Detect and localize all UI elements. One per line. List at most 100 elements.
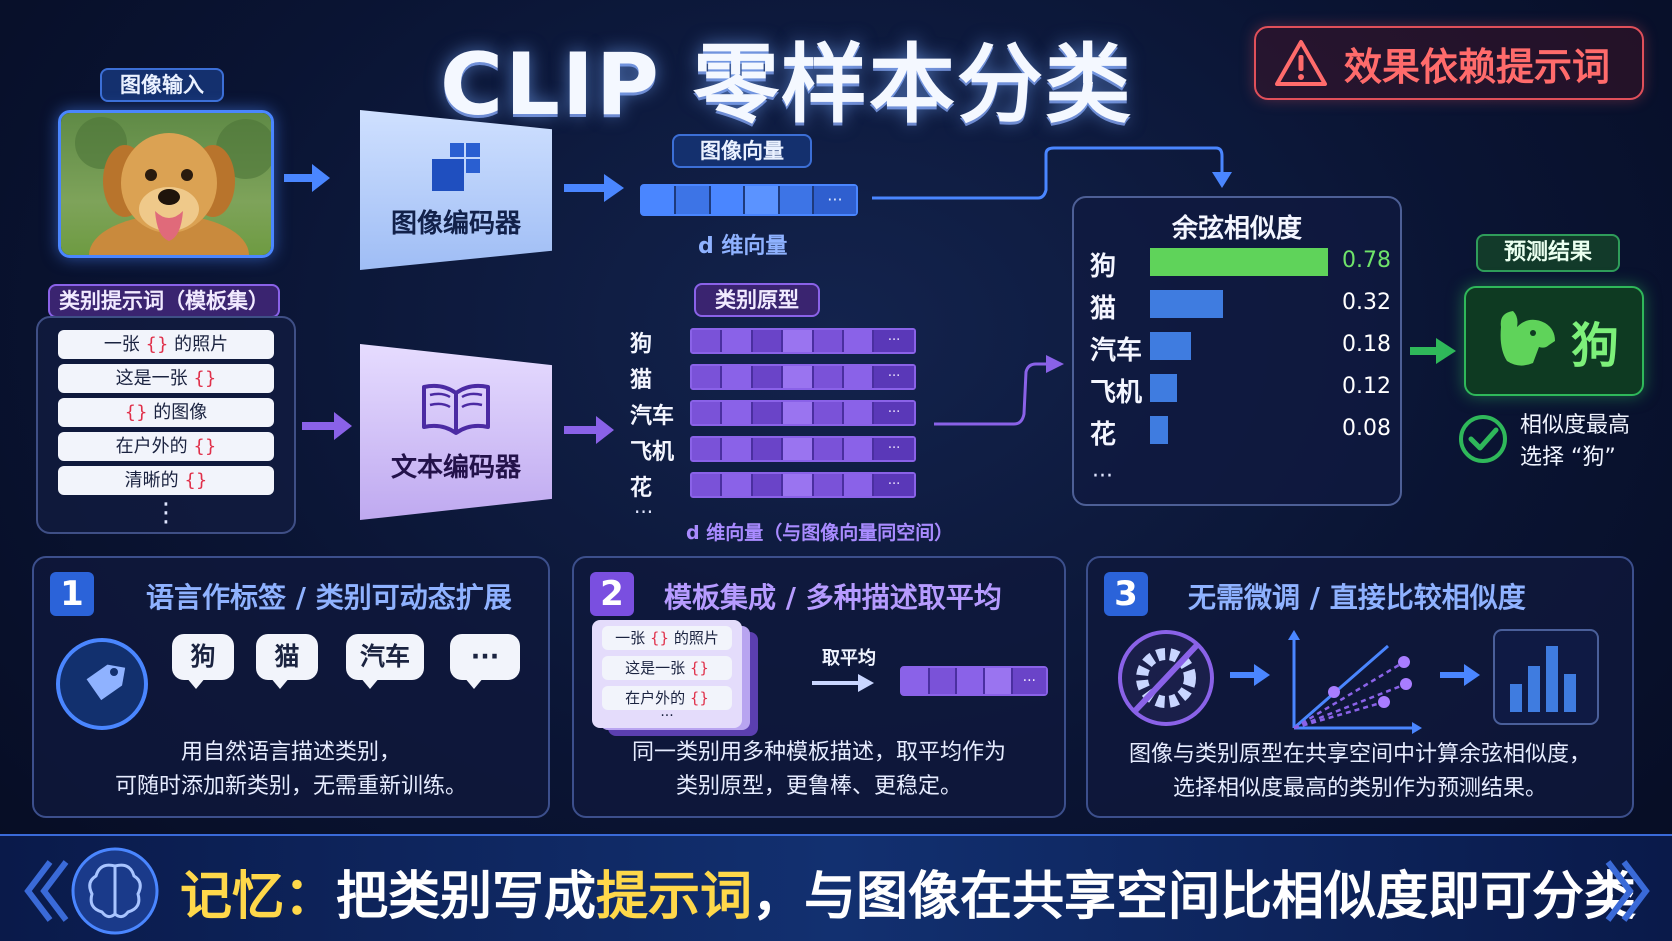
vector-space-icon [1288, 630, 1422, 734]
card-desc-line: 用自然语言描述类别， [180, 740, 401, 765]
card-desc-line: 图像与类别原型在共享空间中计算余弦相似度， [1128, 742, 1591, 767]
card-language-labels: 1 语言作标签 / 类别可动态扩展 狗 猫 汽车 ··· 用自然语言描述类别， … [32, 556, 550, 818]
chevron-right-icon [1605, 860, 1650, 922]
vector-ellipsis: ··· [874, 438, 914, 460]
bubble-label: 猫 [256, 634, 318, 689]
prototype-connector [934, 355, 1064, 426]
similarity-bar [1150, 332, 1191, 360]
prototype-vector: ··· [690, 400, 916, 426]
arrow-to-image-vector [564, 174, 624, 202]
prototype-class-label: 花 [630, 476, 653, 501]
template-item: {} 的图像 [58, 398, 274, 427]
templates-panel: 一张 {} 的照片 这是一张 {} {} 的图像 在户外的 {} 清晰的 {} … [36, 316, 296, 534]
similarity-value: 0.12 [1342, 374, 1391, 399]
similarity-more: ··· [1092, 464, 1113, 489]
page-title: CLIP 零样本分类 [440, 35, 1133, 135]
prediction-note-line1: 相似度最高 [1520, 413, 1631, 438]
arrow-icon [1230, 664, 1270, 686]
templates-more: ⋮ [153, 498, 179, 528]
warning-text: 效果依赖提示词 [1344, 44, 1611, 89]
card-title: 无需微调 / 直接比较相似度 [1188, 581, 1526, 614]
card-desc-line: 选择相似度最高的类别作为预测结果。 [1172, 776, 1547, 801]
image-vector-label: 图像向量 [672, 134, 812, 168]
tag-icon [56, 638, 148, 730]
vector-ellipsis: ··· [874, 402, 914, 424]
prototype-vector: ··· [690, 328, 916, 354]
prototypes-dim-label: d 维向量（与图像向量同空间） [686, 522, 954, 544]
stack-item: 一张 {} 的照片 [602, 626, 732, 650]
template-item: 这是一张 {} [58, 364, 274, 393]
image-vector-dim-label: d 维向量 [698, 234, 788, 259]
arrow-to-prediction [1410, 338, 1456, 364]
bubble-label: ··· [450, 634, 520, 689]
warning-triangle-icon [1275, 40, 1327, 86]
stack-item: 这是一张 {} [602, 656, 732, 680]
prediction-note-line2: 选择 “狗” [1520, 445, 1616, 470]
prototype-class-label: 狗 [630, 332, 653, 357]
prediction-result: 狗 [1464, 286, 1644, 396]
card-description: 用自然语言描述类别， 可随时添加新类别，无需重新训练。 [34, 736, 548, 804]
similarity-class-label: 猫 [1090, 294, 1117, 324]
image-vector-connector [872, 146, 1232, 200]
similarity-value: 0.32 [1342, 290, 1391, 315]
card-description: 同一类别用多种模板描述，取平均作为 类别原型，更鲁棒、更稳定。 [574, 736, 1064, 804]
footer-text-part: 提示词 [596, 867, 753, 927]
card-number: 2 [590, 572, 634, 616]
footer-text-part: 把类别写成 [336, 867, 597, 927]
prototype-vector: ··· [690, 472, 916, 498]
footer-text-part: ，与图像在共享空间比相似度即可分类 [752, 867, 1637, 927]
check-circle-icon [1459, 415, 1507, 463]
prototype-vector: ··· [690, 364, 916, 390]
arrow-icon [1440, 664, 1480, 686]
vector-ellipsis: ··· [874, 474, 914, 496]
image-input-label: 图像输入 [100, 68, 224, 102]
open-book-icon [422, 383, 490, 435]
templates-label: 类别提示词（模板集） [48, 284, 280, 318]
prototype-rows: 狗···猫···汽车···飞机···花··· [630, 326, 920, 506]
prediction-note: 相似度最高 选择 “狗” [1520, 410, 1630, 474]
card-number: 1 [50, 572, 94, 616]
card-desc-line: 同一类别用多种模板描述，取平均作为 [631, 740, 1006, 765]
prediction-class: 狗 [1570, 318, 1619, 374]
arrow-to-text-encoder [302, 412, 352, 440]
stack-more: ··· [660, 708, 674, 724]
averaged-prototype: ··· [900, 666, 1048, 696]
similarity-value: 0.18 [1342, 332, 1391, 357]
text-encoder-label: 文本编码器 [390, 452, 521, 483]
bubble-label: 汽车 [346, 634, 424, 689]
similarity-class-label: 飞机 [1090, 378, 1143, 408]
template-stack: 一张 {} 的照片 这是一张 {} 在户外的 {} ··· [592, 620, 742, 728]
similarity-title: 余弦相似度 [1171, 214, 1302, 244]
prototype-vector: ··· [690, 436, 916, 462]
image-encoder-label: 图像编码器 [390, 208, 521, 239]
vector-ellipsis: ··· [1012, 668, 1046, 694]
prototype-class-label: 飞机 [630, 440, 675, 465]
vector-ellipsis: ··· [874, 330, 914, 352]
no-finetune-gear-icon [1118, 630, 1214, 726]
similarity-bar [1150, 248, 1328, 276]
blocks-icon [432, 142, 480, 191]
similarity-bar [1150, 374, 1177, 402]
arrow-to-prototypes [564, 416, 614, 444]
card-title: 模板集成 / 多种描述取平均 [664, 581, 1002, 614]
similarity-class-label: 狗 [1090, 252, 1117, 282]
prototype-class-label: 猫 [630, 368, 653, 393]
footer-banner: 记忆：把类别写成提示词，与图像在共享空间比相似度即可分类 [0, 834, 1672, 941]
similarity-value: 0.78 [1342, 248, 1391, 273]
similarity-value: 0.08 [1342, 416, 1391, 441]
bubble-label: 狗 [172, 634, 234, 689]
template-item: 在户外的 {} [58, 432, 274, 461]
card-desc-line: 类别原型，更鲁棒、更稳定。 [675, 774, 962, 799]
footer-text: 记忆：把类别写成提示词，与图像在共享空间比相似度即可分类 [180, 854, 1636, 929]
image-encoder: 图像编码器 [360, 110, 552, 270]
image-vector-bar: ··· [640, 184, 858, 216]
vector-ellipsis: ··· [874, 366, 914, 388]
card-number: 3 [1104, 572, 1148, 616]
warning-badge: 效果依赖提示词 [1254, 26, 1644, 100]
text-encoder: 文本编码器 [360, 344, 552, 520]
card-description: 图像与类别原型在共享空间中计算余弦相似度， 选择相似度最高的类别作为预测结果。 [1088, 738, 1632, 806]
prediction-label: 预测结果 [1476, 234, 1620, 272]
card-template-ensemble: 2 模板集成 / 多种描述取平均 一张 {} 的照片 这是一张 {} 在户外的 … [572, 556, 1066, 818]
dog-photo [58, 110, 274, 258]
